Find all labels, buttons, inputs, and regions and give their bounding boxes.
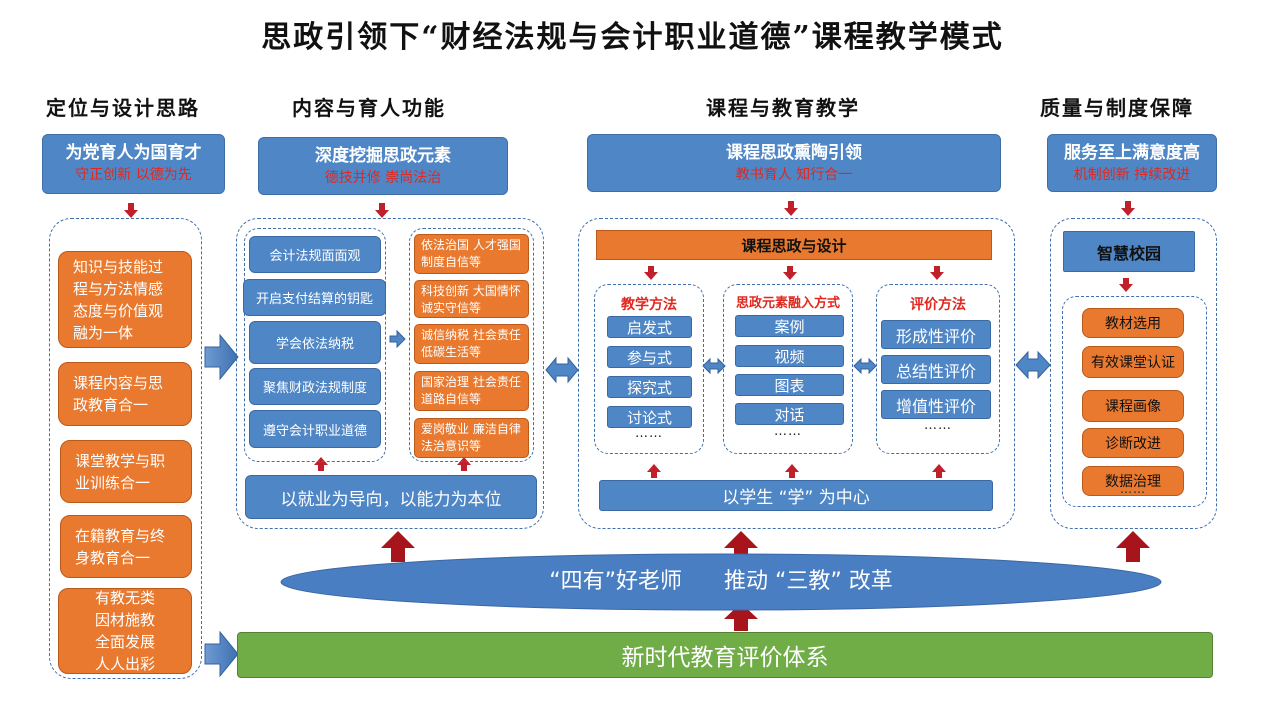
teaching-head-subtitle: 教书育人 知行合一	[735, 167, 853, 183]
teaching-head-title: 课程思政熏陶引领	[726, 143, 862, 163]
quality-head: 服务至上满意度高 机制创新 持续改进	[1047, 134, 1217, 192]
topic-item: 学会依法纳税	[249, 321, 381, 364]
quality-item: 诊断改进	[1082, 428, 1184, 458]
integration-item: 图表	[735, 374, 844, 396]
elements-methods-title: 思政元素融入方式	[735, 296, 840, 311]
design-item: 知识与技能过程与方法情感态度与价值观融为一体	[58, 251, 192, 348]
evaluation-item: 增值性评价	[881, 390, 991, 419]
method-item: 探究式	[607, 376, 692, 398]
student-centered-bar: 以学生 “学” 为中心	[599, 480, 993, 511]
double-arrow-icon	[702, 357, 726, 375]
element-item: 国家治理 社会责任 道路自信等	[414, 371, 529, 411]
content-panel	[236, 218, 544, 529]
page-title: 思政引领下“财经法规与会计职业道德”课程教学模式	[261, 20, 1004, 55]
up-arrow-icon	[457, 457, 471, 471]
teacher-reform-ellipse	[280, 553, 1162, 611]
topic-item: 开启支付结算的钥匙	[243, 279, 386, 316]
right-arrow-icon	[204, 630, 239, 678]
positioning-head-title: 为党育人为国育才	[65, 143, 202, 163]
integration-item: 对话	[735, 403, 844, 425]
teaching-panel	[578, 218, 1015, 529]
column-heading-positioning: 定位与设计思路	[46, 96, 200, 120]
quality-item: 数据治理	[1082, 466, 1184, 496]
method-item: 参与式	[607, 346, 692, 368]
positioning-panel	[49, 218, 202, 679]
up-arrow-icon	[785, 464, 799, 478]
down-arrow-icon	[784, 201, 798, 216]
evaluation-item: 形成性评价	[881, 320, 991, 349]
quality-item: 课程画像	[1082, 390, 1184, 422]
design-item: 课程内容与思政教育合一	[58, 362, 192, 426]
up-arrow-icon	[381, 531, 415, 562]
quality-item: 教材选用	[1082, 308, 1184, 338]
down-arrow-icon	[124, 203, 138, 218]
elements-methods-group	[723, 284, 853, 454]
up-arrow-icon	[647, 464, 661, 478]
up-arrow-icon	[1116, 531, 1150, 562]
content-topics-group	[244, 228, 386, 462]
integration-item: 视频	[735, 345, 844, 367]
evaluation-methods-title: 评价方法	[910, 297, 966, 313]
up-arrow-icon	[932, 464, 946, 478]
column-heading-content: 内容与育人功能	[292, 96, 446, 120]
method-item: 启发式	[607, 316, 692, 338]
integration-item: 案例	[735, 315, 844, 337]
content-head-subtitle: 德技并修 崇尚法治	[324, 170, 442, 186]
teaching-methods-group	[594, 284, 704, 454]
content-head: 深度挖掘思政元素 德技并修 崇尚法治	[258, 137, 508, 195]
element-item: 爱岗敬业 廉洁自律 法治意识等	[414, 418, 529, 458]
positioning-head-subtitle: 守正创新 以德为先	[75, 167, 192, 183]
up-arrow-icon	[724, 603, 758, 631]
quality-panel	[1050, 218, 1217, 529]
method-item: 讨论式	[607, 406, 692, 428]
content-elements-group	[409, 228, 534, 462]
down-arrow-icon	[1121, 201, 1135, 216]
smart-campus-box: 智慧校园	[1063, 231, 1195, 272]
design-bar: 课程思政与设计	[596, 230, 992, 260]
employment-orientation-bar: 以就业为导向，以能力为本位	[245, 475, 537, 519]
topic-item: 遵守会计职业道德	[249, 410, 381, 448]
evaluation-methods-group	[876, 284, 1000, 454]
element-item: 科技创新 大国情怀 诚实守信等	[414, 280, 529, 318]
up-arrow-icon	[314, 457, 328, 471]
quality-more: ……	[1120, 482, 1146, 496]
integration-more: ……	[774, 424, 802, 439]
quality-head-title: 服务至上满意度高	[1064, 143, 1200, 163]
topic-item: 会计法规面面观	[249, 236, 381, 273]
double-arrow-icon	[545, 356, 579, 384]
element-item: 诚信纳税 社会责任 低碳生活等	[414, 324, 529, 364]
evaluation-more: ……	[924, 418, 952, 433]
down-arrow-icon	[783, 266, 797, 280]
teaching-methods-title: 教学方法	[621, 297, 677, 313]
evaluation-item: 总结性评价	[881, 355, 991, 384]
quality-head-subtitle: 机制创新 持续改进	[1073, 167, 1191, 183]
evaluation-system-bar: 新时代教育评价体系	[237, 632, 1213, 678]
down-arrow-icon	[1119, 278, 1133, 292]
method-more: ……	[635, 426, 663, 441]
down-arrow-icon	[930, 266, 944, 280]
column-heading-quality: 质量与制度保障	[1040, 96, 1194, 120]
quality-items-group	[1062, 296, 1207, 507]
design-item: 有教无类因材施教全面发展人人出彩	[58, 588, 192, 674]
quality-item: 有效课堂认证	[1082, 346, 1184, 378]
up-arrow-icon	[724, 531, 758, 562]
column-heading-teaching: 课程与教育教学	[706, 96, 860, 120]
down-arrow-icon	[375, 203, 389, 218]
down-arrow-icon	[644, 266, 658, 280]
right-arrow-icon	[389, 329, 406, 349]
element-item: 依法治国 人才强国 制度自信等	[414, 234, 529, 274]
topic-item: 聚焦财政法规制度	[249, 368, 381, 405]
design-item: 课堂教学与职业训练合一	[60, 440, 192, 503]
double-arrow-icon	[1015, 350, 1051, 380]
teacher-reform-text: “四有”好老师 推动 “三教” 改革	[549, 569, 893, 594]
content-head-title: 深度挖掘思政元素	[315, 146, 451, 166]
right-arrow-icon	[204, 333, 239, 381]
teaching-head: 课程思政熏陶引领 教书育人 知行合一	[587, 134, 1001, 192]
positioning-head: 为党育人为国育才 守正创新 以德为先	[42, 134, 225, 194]
design-item: 在籍教育与终身教育合一	[60, 515, 192, 578]
